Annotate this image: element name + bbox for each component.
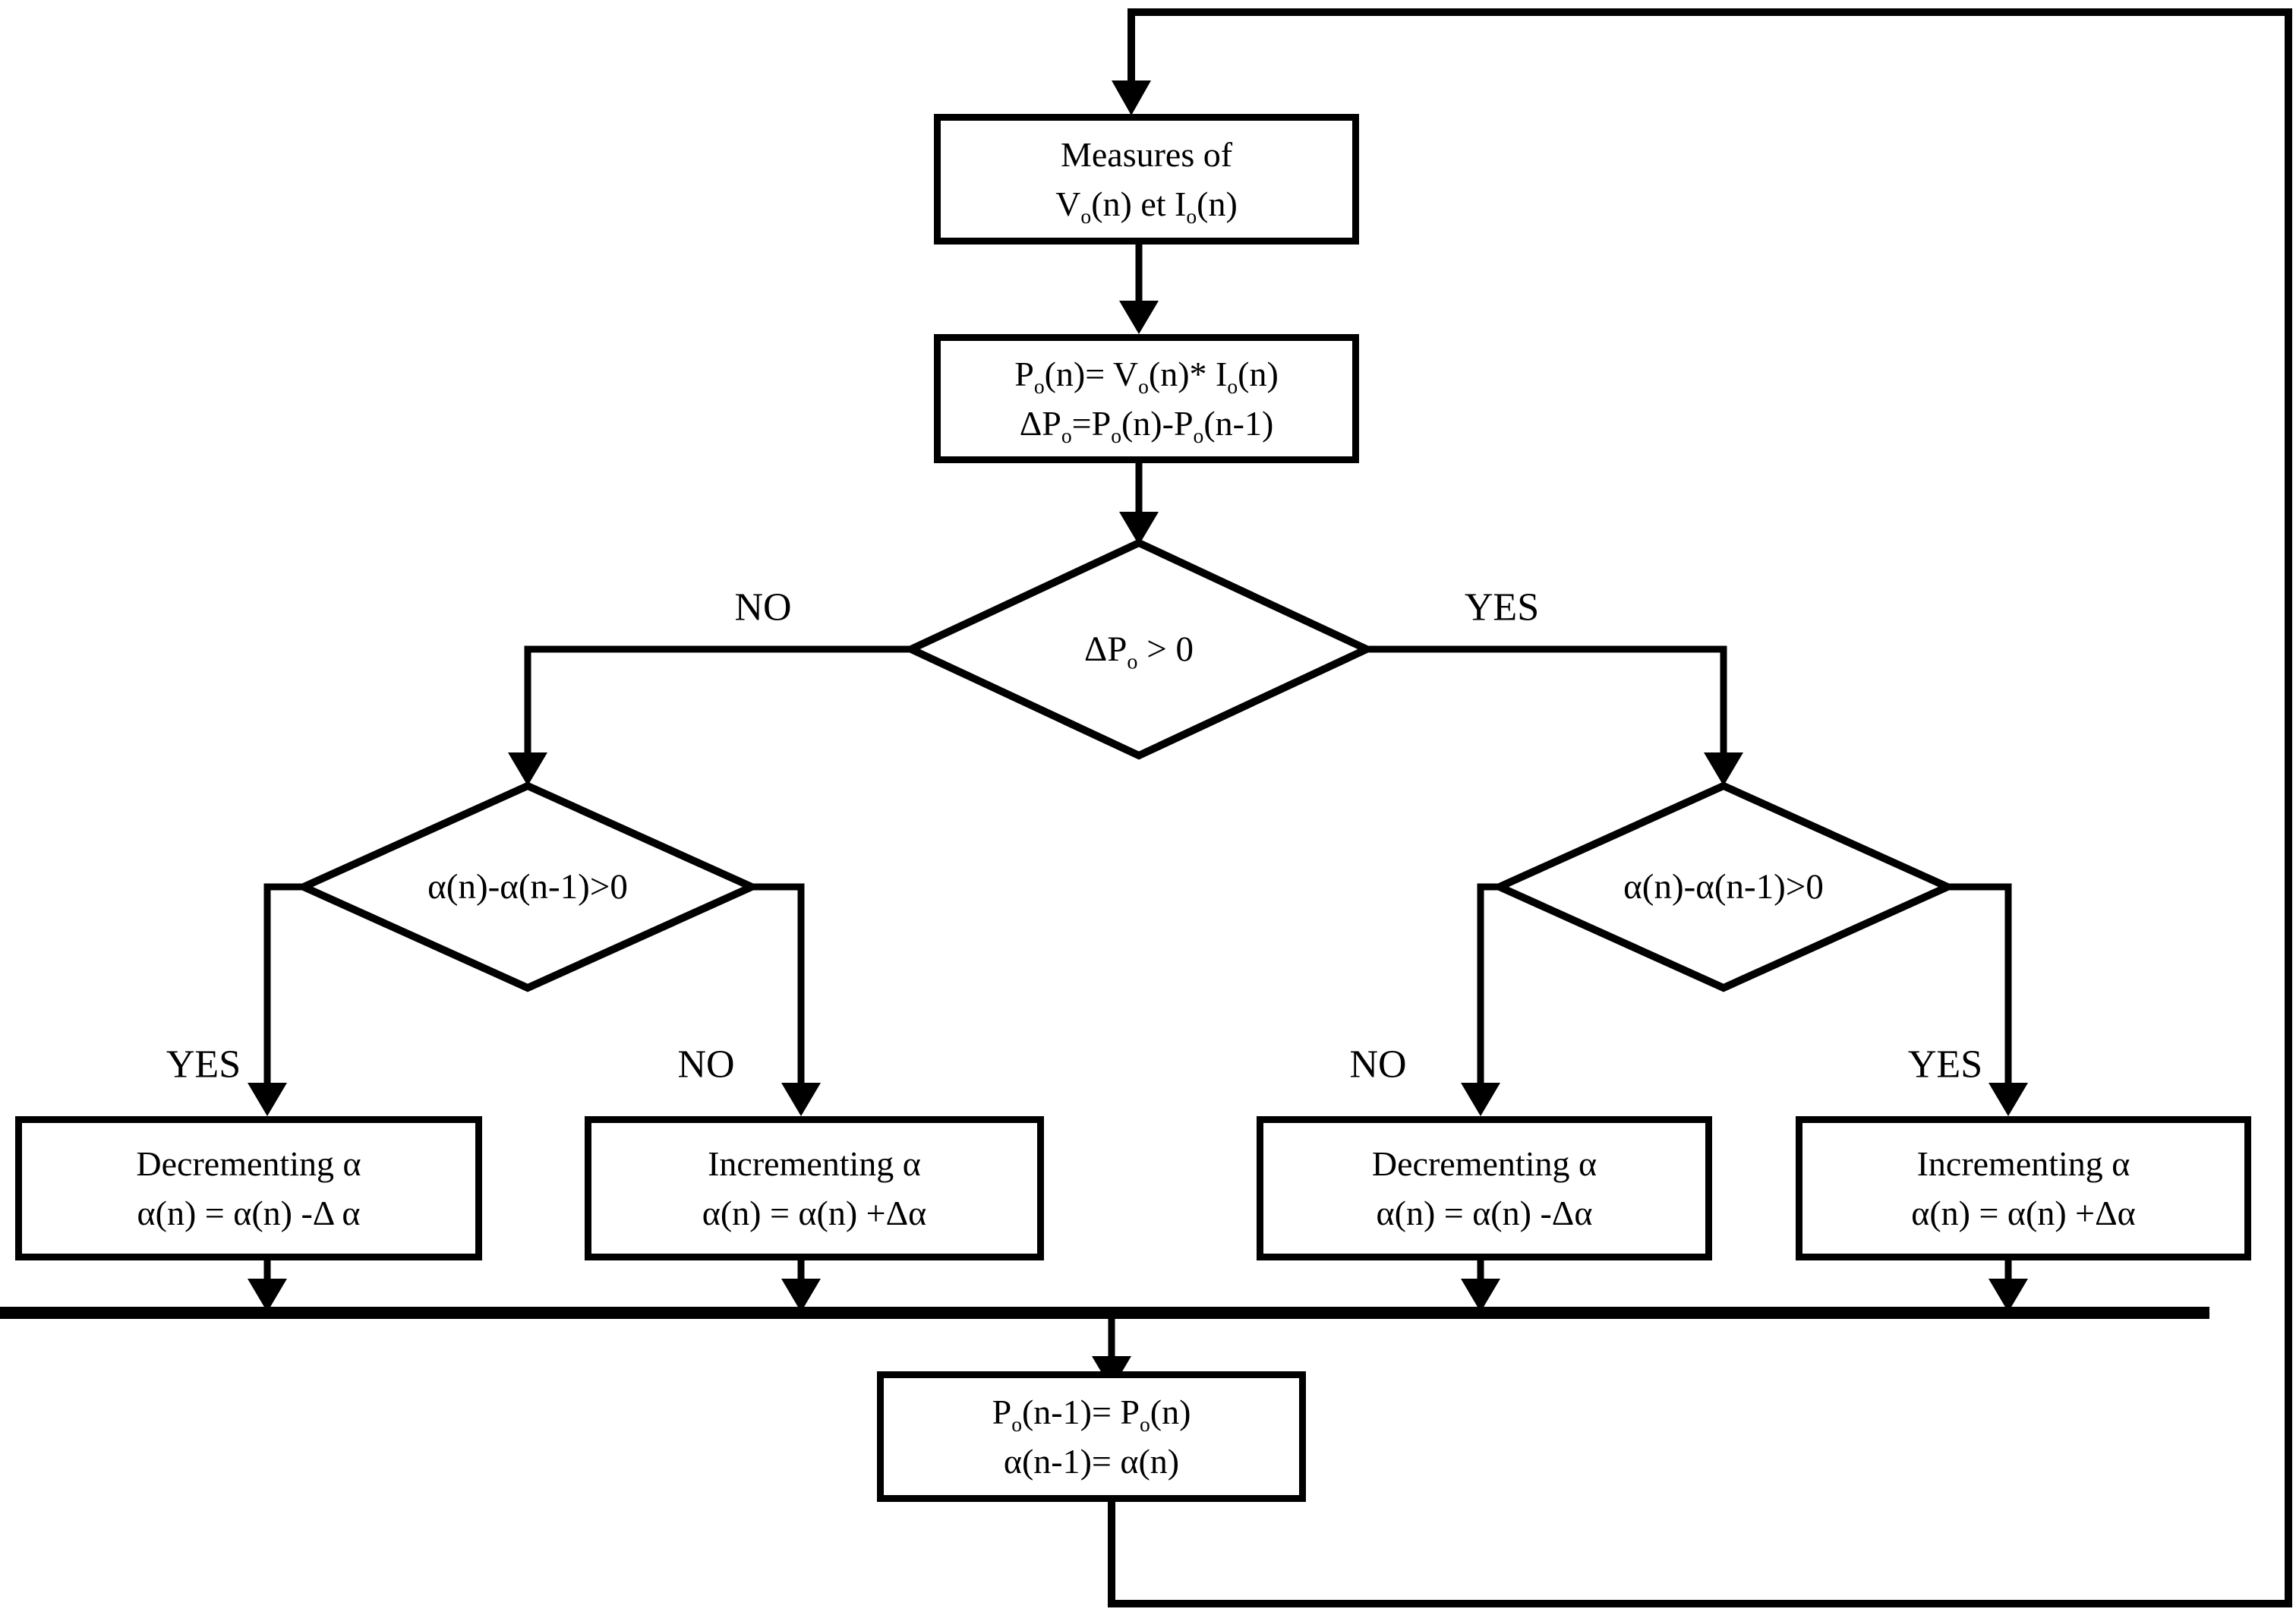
arrowhead-action4-bus <box>1988 1279 2028 1312</box>
node-compute: Po(n)= Vo(n)* Io(n) ΔPo=Po(n)-Po(n-1) <box>934 334 1359 463</box>
decision-alpha-left-label: α(n)-α(n-1)>0 <box>427 867 628 907</box>
label-alpha-left-yes: YES <box>166 1043 241 1087</box>
node-measure: Measures of Vo(n) et Io(n) <box>934 114 1359 244</box>
decision-alpha-left-shape <box>294 781 762 992</box>
node-decrement-left: Decrementing α α(n) = α(n) -Δ α <box>15 1116 482 1260</box>
node-decrement-left-line1: Decrementing α <box>136 1144 361 1183</box>
arrowhead-action1-bus <box>248 1279 287 1312</box>
feedback-arrowhead <box>1112 80 1151 115</box>
node-increment-left-line2: α(n) = α(n) +Δα <box>702 1194 927 1232</box>
connector-alpha-right-no <box>1477 883 1500 1084</box>
arrowhead-alpha-left-no <box>781 1083 821 1116</box>
decision-power-label: ΔPo > 0 <box>1084 629 1194 674</box>
arrowhead-compute-decision <box>1119 512 1159 545</box>
connector-power-yes <box>1367 645 1727 754</box>
node-decrement-right-line2: α(n) = α(n) -Δα <box>1376 1194 1593 1232</box>
arrowhead-measure-compute <box>1119 301 1159 334</box>
node-increment-right: Incrementing α α(n) = α(n) +Δα <box>1796 1116 2251 1260</box>
node-increment-right-line1: Incrementing α <box>1916 1144 2130 1183</box>
node-decrement-right: Decrementing α α(n) = α(n) -Δα <box>1257 1116 1712 1260</box>
arrowhead-power-yes <box>1704 752 1743 786</box>
node-measure-line2: Vo(n) et Io(n) <box>1055 185 1238 229</box>
label-alpha-left-no: NO <box>677 1043 735 1087</box>
connector-power-no <box>524 645 911 754</box>
arrowhead-alpha-right-yes <box>1988 1083 2028 1116</box>
node-increment-left-line1: Incrementing α <box>708 1144 921 1183</box>
node-update-line2: α(n-1)= α(n) <box>1003 1442 1180 1481</box>
connector-alpha-left-yes <box>263 883 304 1084</box>
arrowhead-action2-bus <box>781 1279 821 1312</box>
node-decrement-right-line1: Decrementing α <box>1371 1144 1597 1183</box>
connector-alpha-left-no <box>752 883 805 1084</box>
node-compute-line1: Po(n)= Vo(n)* Io(n) <box>1014 354 1279 398</box>
node-decrement-left-line2: α(n) = α(n) -Δ α <box>137 1194 361 1232</box>
node-update-line1: Po(n-1)= Po(n) <box>992 1392 1191 1436</box>
connector-alpha-right-yes <box>1948 883 2012 1084</box>
node-increment-right-line2: α(n) = α(n) +Δα <box>1911 1194 2136 1232</box>
node-increment-left: Incrementing α α(n) = α(n) +Δα <box>585 1116 1044 1260</box>
arrowhead-action3-bus <box>1461 1279 1500 1312</box>
node-measure-line1: Measures of <box>1060 134 1233 174</box>
decision-power-shape <box>902 538 1376 760</box>
arrowhead-alpha-left-yes <box>248 1083 287 1116</box>
label-power-yes: YES <box>1464 585 1540 629</box>
label-power-no: NO <box>734 585 792 629</box>
label-alpha-right-no: NO <box>1349 1043 1407 1087</box>
node-update: Po(n-1)= Po(n) α(n-1)= α(n) <box>877 1371 1306 1502</box>
node-compute-line2: ΔPo=Po(n)-Po(n-1) <box>1019 404 1274 448</box>
arrowhead-power-no <box>508 752 547 786</box>
arrowhead-alpha-right-no <box>1461 1083 1500 1116</box>
decision-alpha-right-label: α(n)-α(n-1)>0 <box>1623 867 1824 907</box>
label-alpha-right-yes: YES <box>1907 1043 1983 1087</box>
feedback-loop-line <box>1108 8 2292 1607</box>
decision-alpha-right-shape <box>1490 781 1957 992</box>
